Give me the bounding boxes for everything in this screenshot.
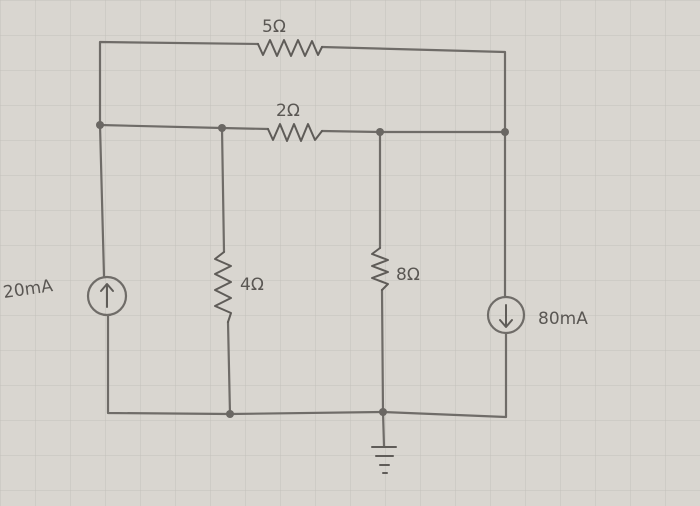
branch-4-ohm-wire	[220, 126, 232, 416]
resistor-5-ohm	[257, 39, 323, 57]
junction-node	[501, 128, 509, 136]
arrow-down-icon	[499, 304, 513, 328]
current-source-20ma	[86, 275, 128, 317]
junction-node	[226, 410, 234, 418]
resistor-8-ohm-label: 8Ω	[396, 265, 420, 285]
branch-8-ohm-wire	[378, 130, 385, 414]
arrow-up-icon	[100, 283, 114, 308]
resistor-4-ohm-label: 4Ω	[240, 275, 264, 295]
resistor-8-ohm	[371, 247, 389, 291]
ground-symbol-icon	[371, 410, 397, 474]
junction-node	[96, 121, 104, 129]
current-source-80ma-label: 80mA	[538, 309, 588, 329]
resistor-5-ohm-label: 5Ω	[262, 17, 286, 37]
junction-node	[218, 124, 226, 132]
left-branch-wire	[98, 123, 232, 416]
resistor-2-ohm	[267, 123, 323, 142]
junction-nodes	[96, 121, 509, 418]
junction-node	[376, 128, 384, 136]
resistor-4-ohm	[214, 251, 232, 323]
resistor-2-ohm-label: 2Ω	[276, 101, 300, 121]
top-branch-wire	[98, 40, 507, 134]
junction-node	[379, 408, 387, 416]
current-source-80ma	[486, 295, 526, 335]
right-branch-wire	[228, 130, 508, 419]
